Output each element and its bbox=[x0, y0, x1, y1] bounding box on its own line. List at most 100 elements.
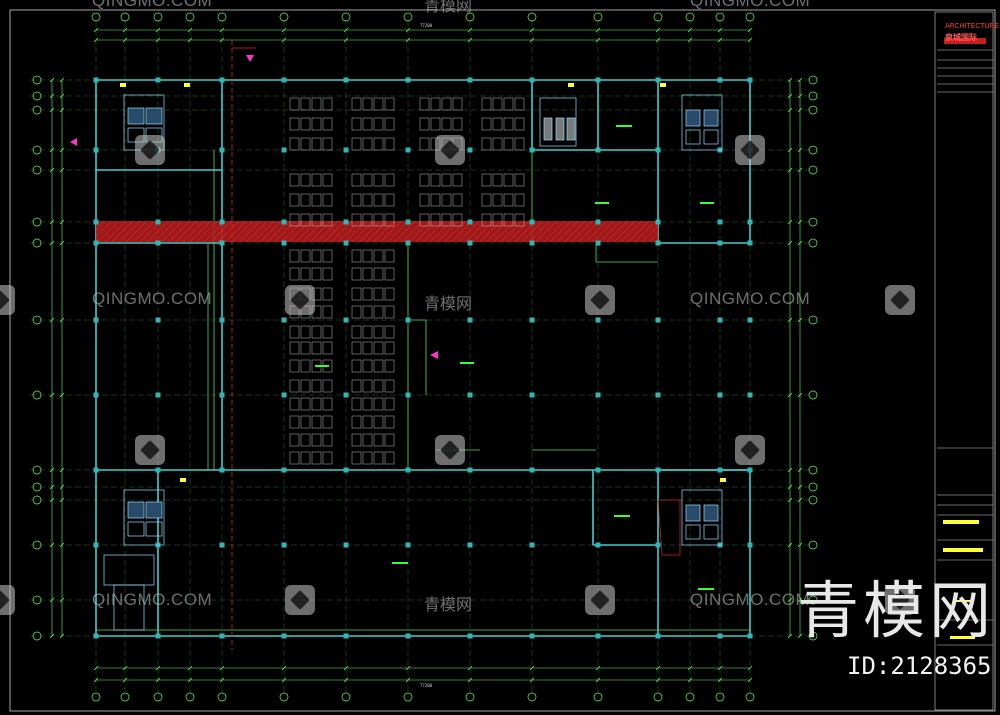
dimension-tick bbox=[797, 633, 803, 639]
seat-block bbox=[514, 193, 525, 207]
axis-bubble-icon bbox=[808, 482, 818, 492]
dimension-tick bbox=[155, 37, 161, 43]
column-icon bbox=[655, 240, 661, 246]
dimension-tick bbox=[529, 27, 535, 33]
seat-block bbox=[289, 213, 300, 227]
column-icon bbox=[717, 392, 723, 398]
dimension-tick bbox=[49, 77, 55, 83]
dimension-tick bbox=[747, 37, 753, 43]
axis-bubble-icon bbox=[403, 12, 413, 22]
axis-bubble-icon bbox=[808, 631, 818, 641]
seat-block bbox=[289, 451, 300, 465]
watermark-logo-icon bbox=[135, 435, 165, 465]
column-icon bbox=[467, 317, 473, 323]
dimension-tick bbox=[797, 147, 803, 153]
column-icon bbox=[467, 467, 473, 473]
column-icon bbox=[281, 147, 287, 153]
dimension-tick bbox=[59, 77, 65, 83]
dimension-tick bbox=[787, 467, 793, 473]
axis-bubble-icon bbox=[808, 75, 818, 85]
watermark-latin: QINGMO.COM bbox=[690, 0, 811, 10]
dimension-tick bbox=[787, 542, 793, 548]
dimension-tick bbox=[797, 107, 803, 113]
dimension-tick bbox=[717, 677, 723, 683]
axis-bubble-icon bbox=[32, 465, 42, 475]
seat-block bbox=[322, 213, 333, 227]
seat-block bbox=[311, 267, 322, 281]
axis-bubble-icon bbox=[593, 12, 603, 22]
column-icon bbox=[467, 392, 473, 398]
column-icon bbox=[529, 317, 535, 323]
seat-block bbox=[311, 249, 322, 263]
seat-block bbox=[300, 193, 311, 207]
dimension-tick bbox=[219, 677, 225, 683]
axis-bubble-icon bbox=[32, 315, 42, 325]
dimension-tick bbox=[687, 677, 693, 683]
seat-block bbox=[322, 325, 333, 339]
seat-block bbox=[289, 117, 300, 131]
seat-block bbox=[322, 193, 333, 207]
seat-block bbox=[351, 193, 362, 207]
dimension-tick bbox=[93, 37, 99, 43]
dimension-tick bbox=[219, 665, 225, 671]
axis-bubble-icon bbox=[808, 105, 818, 115]
dimension-tick bbox=[747, 665, 753, 671]
seat-block bbox=[430, 213, 441, 227]
column-icon bbox=[529, 77, 535, 83]
column-icon bbox=[93, 317, 99, 323]
watermark-logo-icon bbox=[135, 135, 165, 165]
dimension-tick bbox=[717, 37, 723, 43]
column-icon bbox=[529, 240, 535, 246]
column-icon bbox=[219, 240, 225, 246]
seat-block bbox=[514, 137, 525, 151]
seat-block bbox=[452, 173, 463, 187]
seat-block bbox=[311, 97, 322, 111]
column-icon bbox=[281, 633, 287, 639]
seat-block bbox=[384, 341, 395, 355]
seat-block bbox=[289, 267, 300, 281]
column-icon bbox=[655, 77, 661, 83]
dimension-tick bbox=[405, 37, 411, 43]
axis-bubble-icon bbox=[465, 12, 475, 22]
dimension-tick bbox=[59, 633, 65, 639]
seat-block bbox=[300, 213, 311, 227]
column-icon bbox=[747, 77, 753, 83]
dimension-tick bbox=[343, 677, 349, 683]
dimension-tick bbox=[49, 147, 55, 153]
watermark-chinese: 青模网 bbox=[424, 0, 473, 15]
dimension-tick bbox=[595, 677, 601, 683]
seat-block bbox=[289, 433, 300, 447]
axis-bubble-icon bbox=[808, 145, 818, 155]
dimension-tick bbox=[797, 542, 803, 548]
dimension-tick bbox=[747, 677, 753, 683]
axis-bubble-icon bbox=[808, 315, 818, 325]
watermark-latin: QINGMO.COM bbox=[92, 0, 213, 10]
seat-block bbox=[373, 267, 384, 281]
column-icon bbox=[93, 392, 99, 398]
seat-block bbox=[311, 137, 322, 151]
column-icon bbox=[747, 317, 753, 323]
seat-block bbox=[384, 267, 395, 281]
seat-block bbox=[362, 397, 373, 411]
seat-block bbox=[441, 213, 452, 227]
watermark-latin: QINGMO.COM bbox=[92, 590, 213, 609]
seat-block bbox=[384, 433, 395, 447]
seat-block bbox=[351, 397, 362, 411]
dimension-tick bbox=[787, 219, 793, 225]
watermark-logo-icon bbox=[435, 135, 465, 165]
seating-blocks bbox=[289, 97, 525, 465]
seat-block bbox=[384, 137, 395, 151]
seat-block bbox=[351, 433, 362, 447]
column-icon bbox=[655, 317, 661, 323]
column-icon bbox=[281, 392, 287, 398]
column-icon bbox=[717, 633, 723, 639]
column-icon bbox=[155, 392, 161, 398]
watermark-chinese: 青模网 bbox=[424, 294, 473, 313]
axis-bubble-icon bbox=[120, 692, 130, 702]
room-labels bbox=[315, 125, 714, 590]
dimension-tick bbox=[787, 484, 793, 490]
column-icon bbox=[405, 467, 411, 473]
seat-block bbox=[373, 213, 384, 227]
